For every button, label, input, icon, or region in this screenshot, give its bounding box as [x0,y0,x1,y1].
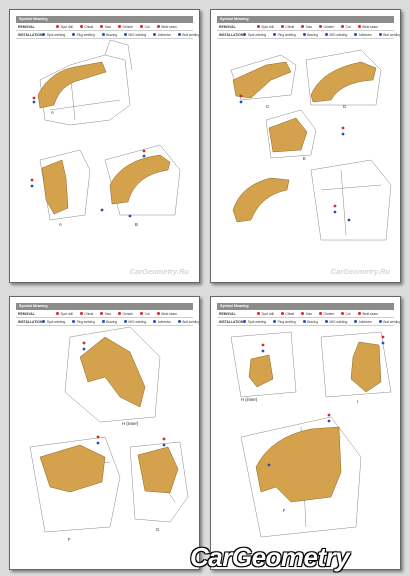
installation-row: INSTALLATION Spot welding Plug welding B… [16,31,199,39]
symbol-legend: Symbol Meaning REMOVAL Spot drill Chisel… [16,303,199,326]
body-panel-illustration: A A B [30,39,181,227]
installation-row: INSTALLATION Spot welding Plug welding B… [217,31,400,39]
symbol-legend-title: Symbol Meaning [16,16,193,23]
inner-panel-h [248,354,274,388]
caption-b-detail: B [135,222,138,227]
removal-row: REMOVAL Spot drill Chisel Saw Grinder Cu… [217,23,394,31]
removal-label: REMOVAL [219,24,236,29]
rear-quarter-panel-c [232,61,292,99]
manual-page-4: Symbol Meaning REMOVAL Spot drill Chisel… [210,296,401,570]
floor-panel-f [39,444,106,493]
removal-row: REMOVAL Spot drill Chisel Saw Grinder Cu… [16,23,193,31]
removal-label: REMOVAL [219,311,236,316]
cargeometry-watermark: CarGeometry [190,542,350,572]
pillar-panel-i [350,341,382,393]
caption-h: H (inner) [241,397,258,402]
symbol-legend-title: Symbol Meaning [217,16,394,23]
removal-row: REMOVAL Spot drill Chisel Saw Grinder Cu… [16,310,193,318]
bracket-panel-g [137,446,179,494]
rear-wheel-arch-panel [37,61,107,109]
removal-label: REMOVAL [18,24,35,29]
installation-label: INSTALLATION [18,319,43,324]
installation-row: INSTALLATION Spot welding Plug welding B… [16,318,199,326]
caption-g: G [156,527,159,532]
caption-a: A [51,110,54,115]
symbol-legend: Symbol Meaning REMOVAL Spot drill Chisel… [217,303,400,326]
body-panel-illustration: H (inner) F G [29,326,189,542]
outer-arch-b [109,154,171,205]
manual-page-1: Symbol Meaning REMOVAL Spot drill Chisel… [9,9,200,283]
rear-panel-f [255,426,342,503]
body-panel-illustration: C D E [230,49,392,241]
symbol-legend: Symbol Meaning REMOVAL Spot drill Chisel… [16,16,199,39]
body-panel-illustration: H (inner) I F [230,331,392,538]
manual-page-2: Symbol Meaning REMOVAL Spot drill Chisel… [210,9,401,283]
symbol-legend-title: Symbol Meaning [217,303,394,310]
caption-e: E [303,156,306,161]
inner-arch-panel [232,177,290,223]
installation-label: INSTALLATION [219,319,244,324]
installation-label: INSTALLATION [219,32,244,37]
manual-page-3: Symbol Meaning REMOVAL Spot drill Chisel… [9,296,200,570]
caption-f: F [283,508,286,513]
symbol-legend-title: Symbol Meaning [16,303,193,310]
removal-label: REMOVAL [18,311,35,316]
caption-a-detail: A [59,222,62,227]
installation-label: INSTALLATION [18,32,43,37]
caption-d: D [343,104,346,109]
caption-h: H (inner) [122,421,139,426]
caption-c: C [266,104,269,109]
bracket-panel-e [268,117,308,153]
page-watermark: CarGeometry.Ru [330,267,390,276]
symbol-legend: Symbol Meaning REMOVAL Spot drill Chisel… [217,16,400,39]
inner-panel-h [79,336,146,408]
removal-row: REMOVAL Spot drill Chisel Saw Grinder Cu… [217,310,394,318]
page-watermark: CarGeometry.Ru [129,267,189,276]
inner-panel-a [41,159,69,215]
installation-row: INSTALLATION Spot welding Plug welding B… [217,318,400,326]
wheel-arch-panel-d [310,61,377,103]
caption-i: I [357,399,358,404]
caption-f: F [68,537,71,542]
